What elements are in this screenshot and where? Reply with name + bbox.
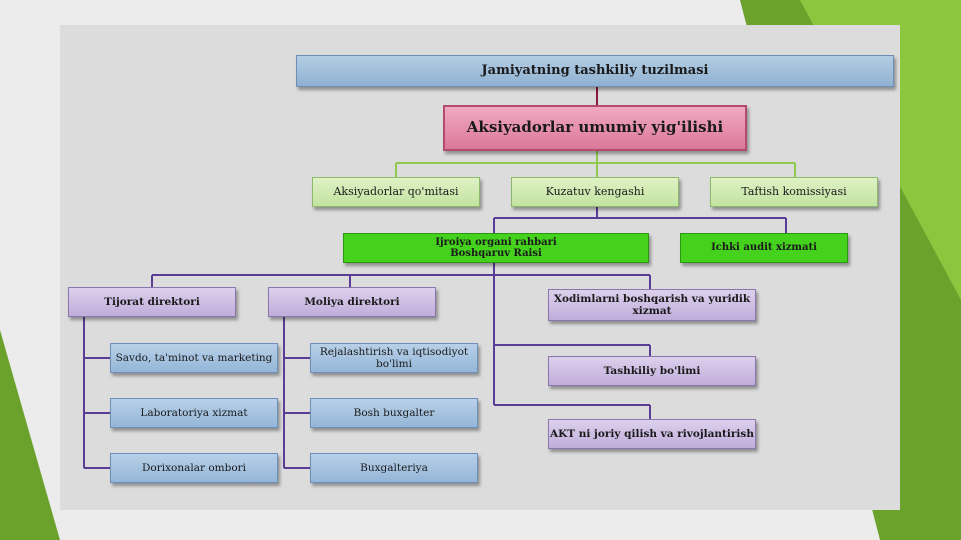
executive-line2: Boshqaruv Raisi [450,248,542,259]
hr-legal-box: Xodimlarni boshqarish va yuridik xizmat [548,289,756,321]
commercial-item-sales: Savdo, ta'minot va marketing [110,343,278,373]
connector-lines [83,87,796,469]
commercial-item-laboratory: Laboratoriya xizmat [110,398,278,428]
finance-item-planning: Rejalashtirish va iqtisodiyot bo'limi [310,343,478,373]
executive-line1: Ijroiya organi rahbari [435,236,557,248]
ict-development-box: AKT ni joriy qilish va rivojlantirish [548,419,756,449]
shareholders-committee-box: Aksiyadorlar qo'mitasi [312,177,480,207]
chart-title: Jamiyatning tashkiliy tuzilmasi [296,55,894,87]
finance-item-chief-accountant: Bosh buxgalter [310,398,478,428]
audit-commission-box: Taftish komissiyasi [710,177,878,207]
finance-director-box: Moliya direktori [268,287,436,317]
green-stripe-left [0,330,60,540]
executive-head-box: Ijroiya organi rahbari Boshqaruv Raisi [343,233,649,263]
internal-audit-box: Ichki audit xizmati [680,233,848,263]
org-chart-slide: Jamiyatning tashkiliy tuzilmasi Aksiyado… [60,25,900,510]
organizational-dept-box: Tashkiliy bo'limi [548,356,756,386]
commercial-director-box: Tijorat direktori [68,287,236,317]
commercial-item-warehouse: Dorixonalar ombori [110,453,278,483]
general-assembly-box: Aksiyadorlar umumiy yig'ilishi [443,105,747,151]
supervisory-board-box: Kuzatuv kengashi [511,177,679,207]
finance-item-accounting: Buxgalteriya [310,453,478,483]
